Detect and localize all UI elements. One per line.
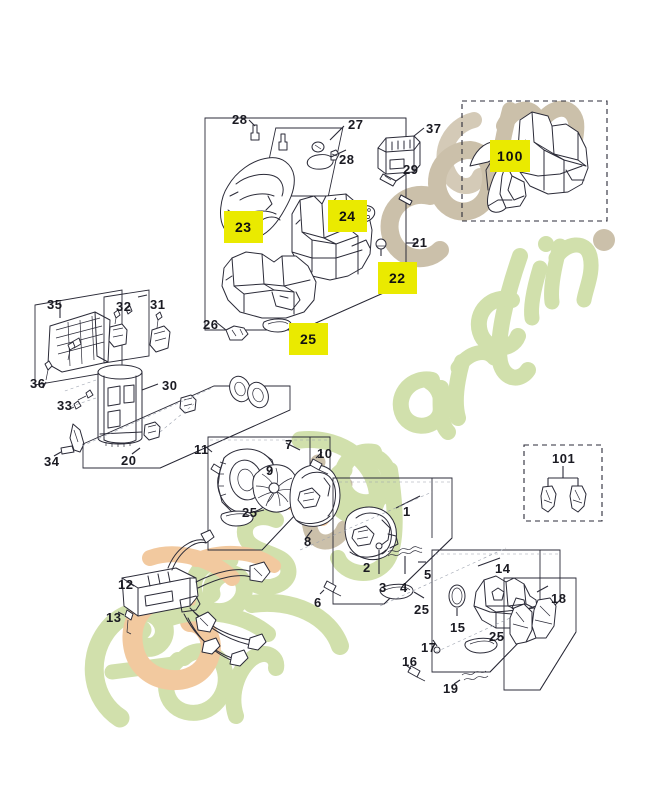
callout-14: 14 [495, 561, 511, 576]
callout-23[interactable]: 23 [224, 211, 263, 243]
clip-group [103, 289, 171, 364]
callout-10: 10 [317, 446, 333, 461]
callout-35: 35 [47, 297, 63, 312]
callout-29: 29 [403, 162, 419, 177]
callout-28: 28 [232, 112, 248, 127]
callout-19: 19 [443, 681, 459, 696]
part-26-bracket [215, 321, 249, 341]
callout-31: 31 [150, 297, 166, 312]
callout-11: 11 [194, 442, 209, 457]
callout-8: 8 [304, 534, 312, 549]
callout-36: 36 [30, 376, 46, 391]
callout-34: 34 [44, 454, 60, 469]
callout-25: 25 [414, 602, 430, 617]
callout-28: 28 [339, 152, 355, 167]
callout-17: 17 [421, 640, 437, 655]
callout-18: 18 [551, 591, 567, 606]
item-101-kit-group [523, 444, 603, 522]
bearing-plate-group [82, 375, 291, 479]
item-100-kit-group [461, 100, 608, 222]
callout-9: 9 [266, 463, 274, 478]
fan-housing-group [207, 436, 341, 551]
callout-7: 7 [285, 437, 293, 452]
part-21-22-leader [375, 238, 418, 256]
callout-100[interactable]: 100 [490, 140, 531, 172]
callout-25: 25 [489, 629, 505, 644]
callout-13: 13 [106, 610, 122, 625]
callout-3: 3 [379, 580, 387, 595]
callout-20: 20 [121, 453, 137, 468]
ghost-lines [81, 387, 558, 653]
valve-group [503, 577, 577, 691]
part-25-seal [262, 318, 292, 333]
part-29-pins [379, 173, 413, 206]
callout-37: 37 [426, 121, 442, 136]
callout-1: 1 [403, 504, 411, 519]
callout-22[interactable]: 22 [378, 262, 417, 294]
part-30-motor-can [61, 364, 159, 447]
callout-16: 16 [402, 654, 418, 669]
callout-30: 30 [162, 378, 178, 393]
part-37-switch [377, 127, 425, 175]
part-34-spring [53, 423, 85, 457]
callout-15: 15 [450, 620, 466, 635]
part-27-28-fasteners [250, 124, 347, 170]
callout-27: 27 [348, 117, 364, 132]
callout-2: 2 [363, 560, 371, 575]
callout-26: 26 [203, 317, 219, 332]
callout-12: 12 [118, 577, 134, 592]
part-lower-shell [221, 251, 317, 319]
callout-101: 101 [552, 451, 576, 466]
callout-32: 32 [116, 299, 132, 314]
callout-25[interactable]: 25 [289, 323, 328, 355]
callout-24[interactable]: 24 [328, 200, 367, 232]
callout-21: 21 [412, 235, 428, 250]
callout-6: 6 [314, 595, 322, 610]
callout-33: 33 [57, 398, 73, 413]
motor-group [319, 477, 453, 605]
part-12-harness [117, 529, 271, 667]
callout-5: 5 [424, 567, 432, 582]
callout-25: 25 [242, 505, 258, 520]
callout-4: 4 [400, 580, 408, 595]
